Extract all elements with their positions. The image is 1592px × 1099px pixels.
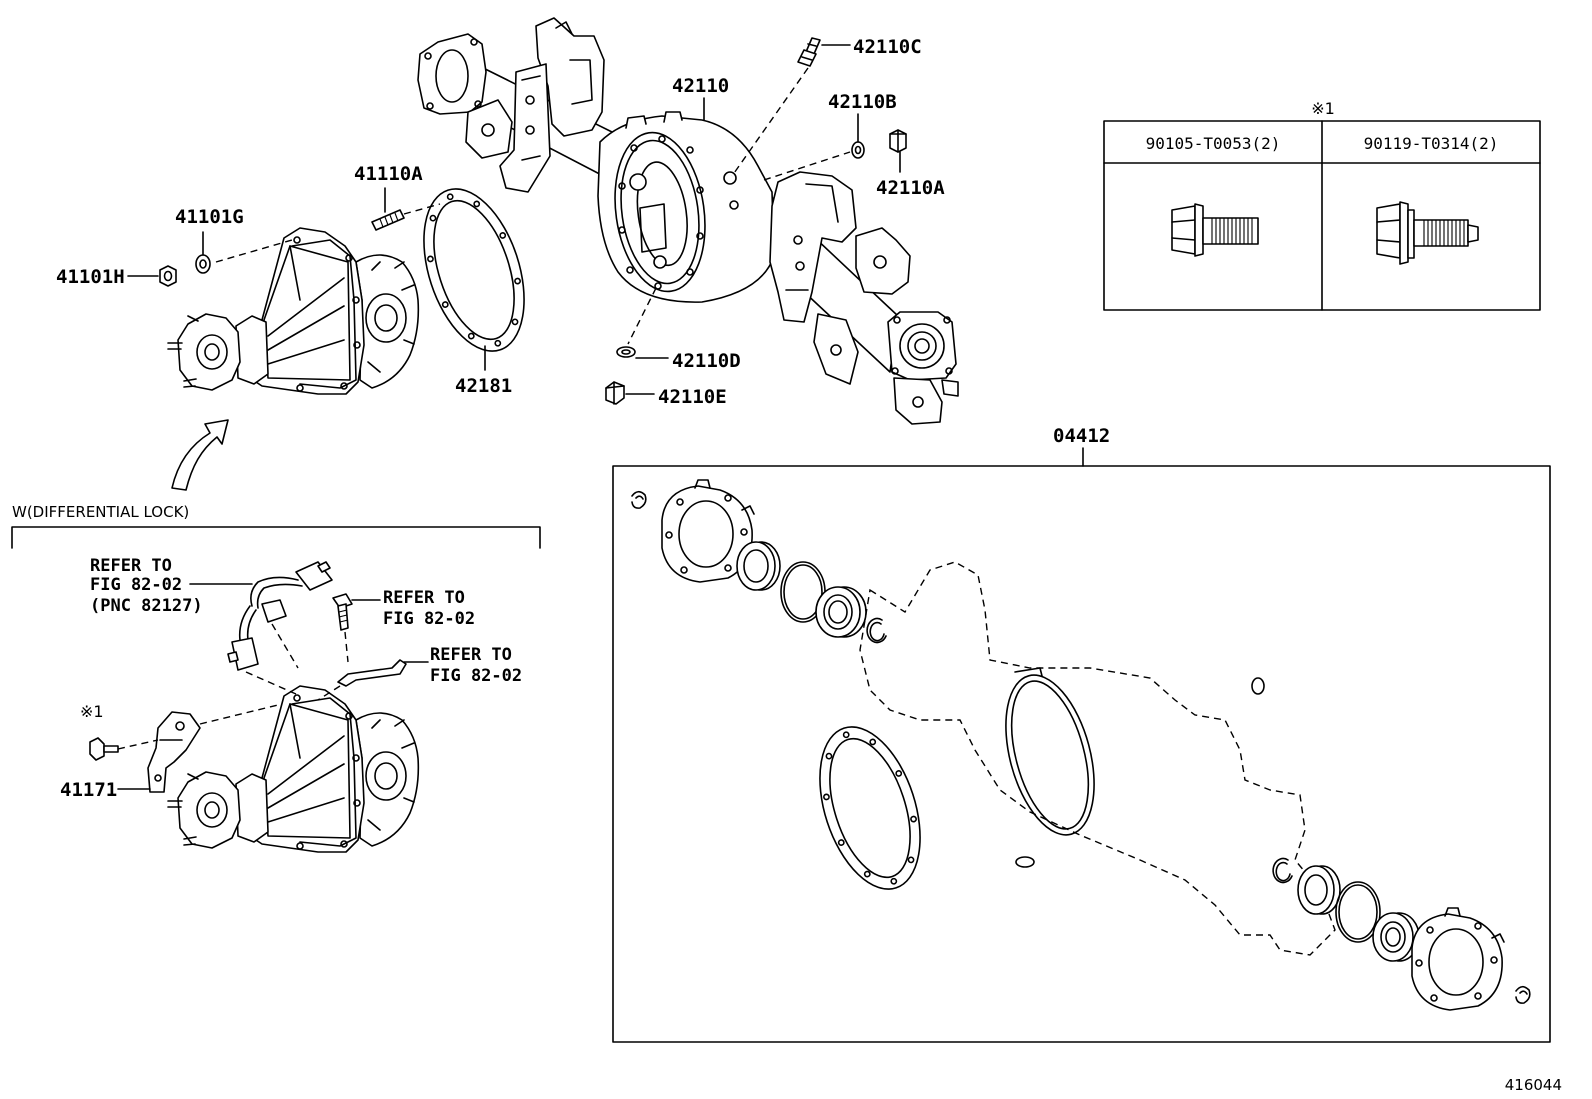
figure-id: 416044 [1505,1076,1562,1094]
harness-ref-line-3: (PNC 82127) [90,596,203,616]
lock-bracket [147,711,201,793]
housing-washer-lower [616,346,636,358]
callout-41101h: 41101H [56,266,125,288]
callout-41171: 41171 [60,779,117,801]
callout-42181: 42181 [455,375,512,397]
leader-lines-lock [117,583,429,790]
diff-lock-heading: W(DIFFERENTIAL LOCK) [12,503,189,521]
callout-42110b: 42110B [828,91,897,113]
note-table-col-2: 90119-T0314(2) [1364,134,1499,153]
oil-seal-right [1297,865,1341,915]
carrier-stud [371,209,405,231]
carrier-nut [159,265,177,287]
assembly-line-stud [403,203,441,215]
differential-carrier [167,227,420,395]
callout-41101g: 41101G [175,206,244,228]
gasket-kit-frame [612,465,1551,1043]
switch-ref-line-1: REFER TO [430,645,512,665]
harness-ref-line-1: REFER TO [90,556,172,576]
bolt-with-washer-icon [1376,201,1479,265]
callout-04412: 04412 [1053,425,1110,447]
left-lower-bracket [465,99,513,159]
oil-seal-left [736,541,781,591]
washer-kit-upper [1251,677,1265,695]
assembly-line-upper-plug [763,151,851,181]
gasket-kit-contents [631,479,1531,1011]
switch-ref-line-2: FIG 82-02 [430,666,522,686]
note-table-mark: ※1 [1311,99,1335,118]
clip-right [1515,985,1531,1004]
axle-housing [417,17,959,425]
right-tube-flange [887,311,959,425]
left-spring-bracket [499,17,605,193]
assembly-line-nut [215,239,293,263]
callout-42110e: 42110E [658,386,727,408]
assembly-lines-lock [117,623,349,750]
callout-42110: 42110 [672,75,729,97]
carrier-gasket-kit [800,713,940,903]
bearing-seal-right [1372,912,1420,962]
housing-phantom-outline [859,561,1336,956]
note-table [1103,120,1541,311]
washer-kit-lower [1015,856,1035,868]
bracket-bolt [89,737,119,761]
carrier-gasket [404,175,544,365]
differential-banjo [597,111,775,303]
right-spring-bracket [769,171,857,323]
o-ring-right [1335,881,1381,943]
assembly-line-lower-plug [627,287,657,345]
snap-ring-left [866,617,887,644]
note-table-col-1: 90105-T0053(2) [1146,134,1281,153]
bolt-icon [1171,203,1259,257]
assembly-line-top-fitting [731,67,809,177]
bolt-note-mark: ※1 [80,702,104,721]
housing-top-fitting [797,37,821,67]
bolt-ref-line-1: REFER TO [383,588,465,608]
callout-41110a: 41110A [354,163,423,185]
housing-washer-upper [851,141,865,159]
housing-plug-upper [889,129,907,153]
bolt-ref-line-2: FIG 82-02 [383,609,475,629]
left-tube-flange [417,33,487,115]
leader-lines-top [127,44,901,395]
arrow-icon [171,419,229,491]
carrier-washer [195,254,211,274]
bearing-seal-left [815,586,867,638]
callout-42110d: 42110D [672,350,741,372]
switch-bolt [332,593,353,631]
diff-lock-bracket-line [11,526,541,549]
snap-ring-right [1272,857,1293,884]
wire-harness [227,561,333,671]
right-outer-bracket [855,227,911,295]
housing-phantom-opening [1005,674,1095,836]
harness-ref-line-2: FIG 82-02 [90,575,182,595]
callout-42110c: 42110C [853,36,922,58]
housing-phantom-tab [1014,667,1043,677]
housing-plug-lower [605,381,625,405]
flange-gasket-right [1411,907,1505,1011]
clip-left [631,490,647,509]
differential-carrier-lock [167,685,420,853]
lock-switch [337,659,407,687]
callout-42110a: 42110A [876,177,945,199]
right-lower-bracket [813,313,859,385]
